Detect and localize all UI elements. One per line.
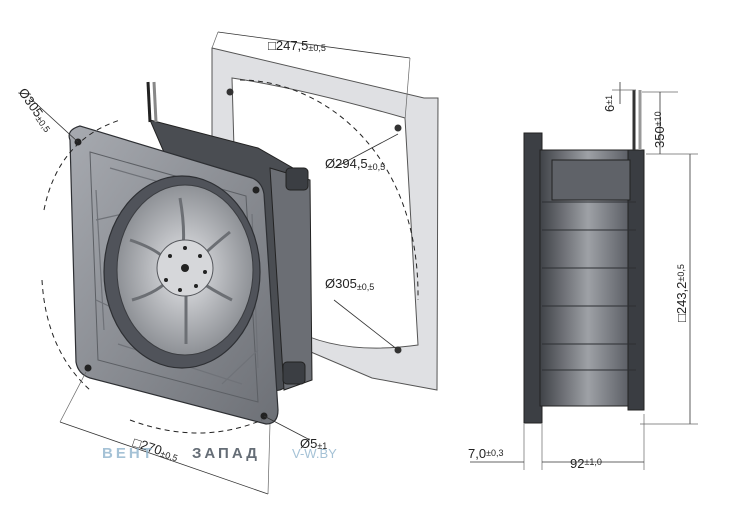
watermark-site: V-W.BY	[292, 446, 337, 461]
frame-hole	[226, 88, 234, 96]
side-view	[523, 90, 645, 424]
watermark-brand-2: ЗАПАД	[192, 445, 260, 462]
corner-post	[282, 361, 306, 385]
hole-size-label: Ø5±1	[300, 436, 327, 451]
lead-length-label: 350±10	[652, 111, 667, 148]
side-height-label: □243,2±0,5	[674, 264, 689, 322]
mounting-hole	[84, 364, 92, 372]
lead-wire	[146, 81, 152, 123]
flange-thickness-label: 7,0±0,3	[468, 446, 504, 461]
watermark: ВЕНТ ЗАПАД V-W.BY	[102, 445, 337, 462]
diameter-arc	[43, 119, 121, 211]
frame-hole-diameter-label: Ø305±0,5	[325, 276, 374, 292]
frame-width-label: □247,5±0,5	[268, 38, 326, 53]
inner-diameter-label: Ø294,5±0,5	[325, 156, 385, 172]
side-flange	[523, 132, 543, 424]
diameter-arc	[129, 419, 263, 434]
dimension-lines	[29, 31, 698, 495]
mounting-hole	[252, 186, 260, 194]
frame-hole	[394, 124, 402, 132]
fan-diameter-label: Ø305±0,5	[16, 85, 57, 134]
depth-label: 92±1,0	[570, 456, 602, 471]
watermark-brand-1: ВЕНТ	[102, 445, 155, 462]
fan-housing-front	[68, 81, 279, 425]
lead-strip-label: 6±1	[602, 95, 617, 112]
diameter-arc	[41, 279, 91, 391]
corner-post	[285, 167, 309, 191]
lead-wire	[152, 81, 158, 123]
